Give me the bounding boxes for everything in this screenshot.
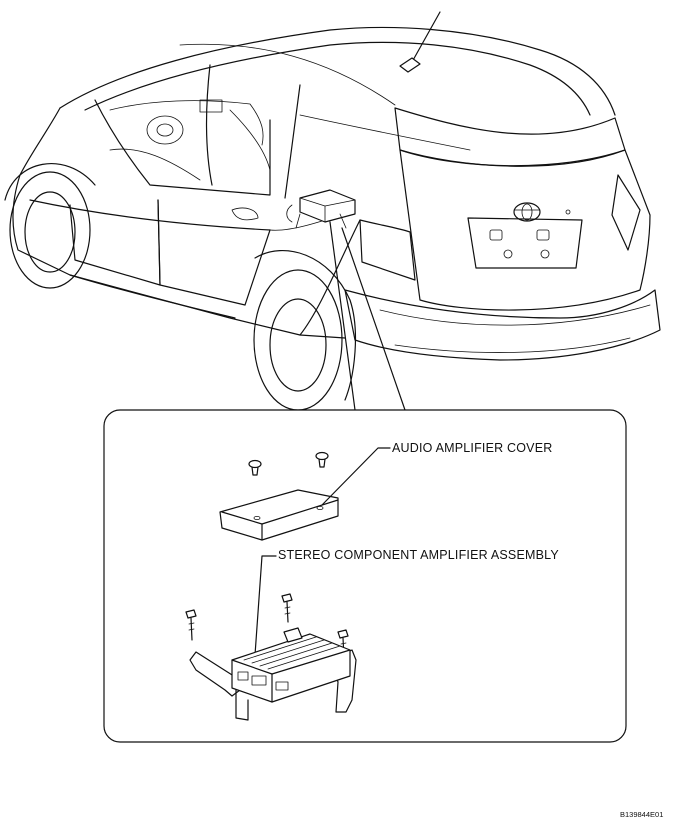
body-belt-line	[29, 199, 271, 231]
rocker-panel	[69, 274, 236, 319]
roof-inner-edge	[84, 41, 591, 116]
rear-door	[157, 199, 271, 306]
bolt-center	[281, 593, 293, 623]
door-handle	[231, 207, 259, 221]
rear-bumper	[344, 289, 661, 361]
zoom-leader-lines	[329, 221, 406, 411]
rear-wheel	[253, 250, 357, 411]
stereo-component-amplifier-assembly	[189, 627, 357, 721]
body-side	[12, 174, 346, 339]
roof-outline	[59, 26, 616, 116]
tail-light-right	[611, 174, 641, 251]
b-pillar	[205, 64, 213, 186]
front-door	[69, 199, 161, 286]
c-pillar	[284, 84, 301, 199]
amplifier-location-marker	[286, 189, 356, 229]
audio-amplifier-cover	[219, 489, 339, 541]
front-wheel	[4, 163, 96, 289]
clip-right	[315, 451, 329, 468]
clip-left	[248, 459, 262, 476]
stereo-component-amplifier-assembly-label: STEREO COMPONENT AMPLIFIER ASSEMBLY	[278, 548, 559, 562]
detail-view-frame	[103, 409, 627, 743]
cover-leader-line	[321, 447, 391, 506]
amplifier-leader-line	[254, 555, 277, 656]
front-door-frame	[94, 99, 271, 196]
rear-hatch	[399, 149, 651, 311]
figure-code: B139844E01	[620, 810, 664, 819]
vehicle-illustration	[4, 11, 661, 411]
interior-dashboard	[109, 99, 271, 181]
license-plate-recess	[467, 217, 583, 269]
roof-panel-line	[179, 43, 396, 106]
a-pillar	[19, 107, 61, 176]
audio-amplifier-cover-label: AUDIO AMPLIFIER COVER	[392, 441, 553, 455]
antenna	[399, 11, 441, 73]
tail-light-left	[359, 219, 416, 281]
rear-window	[299, 114, 471, 151]
bolt-left	[185, 609, 197, 641]
emblem	[513, 202, 541, 222]
